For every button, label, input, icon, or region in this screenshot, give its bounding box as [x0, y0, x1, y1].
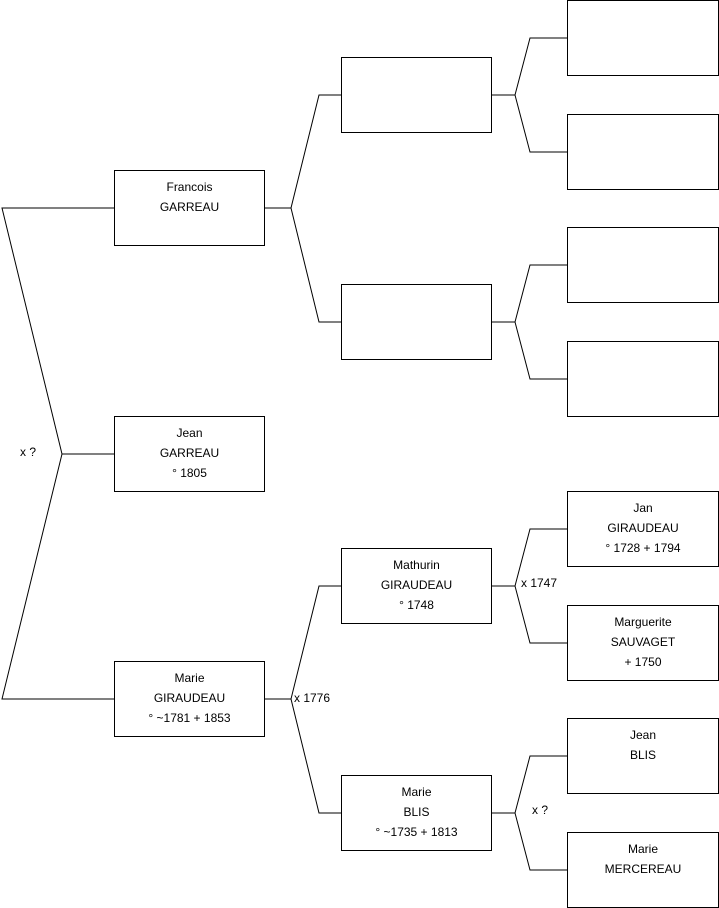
person-dates: ° ~1781 + 1853 [148, 711, 231, 725]
person-given-name: Jean [176, 426, 203, 440]
connector-mgf-ggp5 [492, 528, 567, 587]
connector-pgf-ggp1 [492, 37, 567, 96]
person-surname: GIRAUDEAU [607, 521, 679, 535]
person-surname: GIRAUDEAU [153, 691, 226, 705]
marriage-label-maternal: x 1776 [294, 691, 331, 705]
person-given-name: Jean [629, 728, 657, 742]
connector-mgm-ggp7 [492, 755, 567, 814]
connector-root-father [1, 207, 114, 455]
connector-mgm-ggp8 [514, 812, 567, 871]
person-box-paternal-grandfather[interactable] [341, 57, 492, 133]
person-box-mother[interactable]: Marie GIRAUDEAU ° ~1781 + 1853 [114, 661, 265, 737]
connector-pgm-ggp3 [492, 264, 567, 323]
connector-mgf-ggp6 [514, 585, 567, 644]
person-box-father[interactable]: Francois GARREAU [114, 170, 265, 246]
person-surname: MERCEREAU [604, 862, 682, 876]
marriage-label-mgm-parents: x ? [532, 803, 549, 817]
person-box-ggp2[interactable] [567, 114, 719, 190]
person-box-maternal-grandfather[interactable]: Mathurin GIRAUDEAU ° 1748 [341, 548, 492, 624]
person-dates: ° 1805 [172, 466, 207, 480]
person-box-maternal-grandmother[interactable]: Marie BLIS ° ~1735 + 1813 [341, 775, 492, 851]
person-surname: GIRAUDEAU [380, 578, 453, 592]
connector-mother-mgf [265, 585, 341, 700]
person-box-root[interactable]: Jean GARREAU ° 1805 [114, 416, 265, 492]
connector-mother-mgm [290, 698, 341, 814]
connector-father-pgm [290, 207, 341, 323]
person-given-name: Marguerite [614, 615, 672, 629]
person-given-name: Marie [627, 842, 658, 856]
person-dates: ° 1728 + 1794 [605, 541, 681, 555]
person-given-name: Mathurin [393, 558, 440, 572]
person-box-ggp1[interactable] [567, 0, 719, 76]
person-surname: BLIS [629, 748, 656, 762]
person-box-ggp7[interactable]: Jean BLIS [567, 718, 719, 794]
person-box-ggp8[interactable]: Marie MERCEREAU [567, 832, 719, 908]
person-surname: GARREAU [159, 446, 220, 460]
person-box-ggp6[interactable]: Marguerite SAUVAGET + 1750 [567, 605, 719, 681]
connector-root-mother [1, 453, 114, 700]
person-box-ggp5[interactable]: Jan GIRAUDEAU ° 1728 + 1794 [567, 491, 719, 567]
person-given-name: Marie [174, 671, 205, 685]
person-surname: GARREAU [159, 200, 220, 214]
person-dates: ° 1748 [399, 598, 434, 612]
connector-father-pgf [265, 94, 341, 209]
person-box-ggp4[interactable] [567, 341, 719, 417]
person-given-name: Jan [633, 501, 653, 515]
marriage-label-parents: x ? [20, 445, 37, 459]
connector-pgf-ggp2 [514, 94, 567, 153]
person-dates: ° ~1735 + 1813 [375, 825, 458, 839]
person-given-name: Marie [401, 785, 432, 799]
person-surname: BLIS [403, 805, 430, 819]
person-surname: SAUVAGET [610, 635, 676, 649]
connector-pgm-ggp4 [514, 321, 567, 380]
person-box-paternal-grandmother[interactable] [341, 284, 492, 360]
person-dates: + 1750 [624, 655, 662, 669]
person-box-ggp3[interactable] [567, 227, 719, 303]
person-given-name: Francois [166, 180, 213, 194]
marriage-label-mgf-parents: x 1747 [521, 576, 558, 590]
